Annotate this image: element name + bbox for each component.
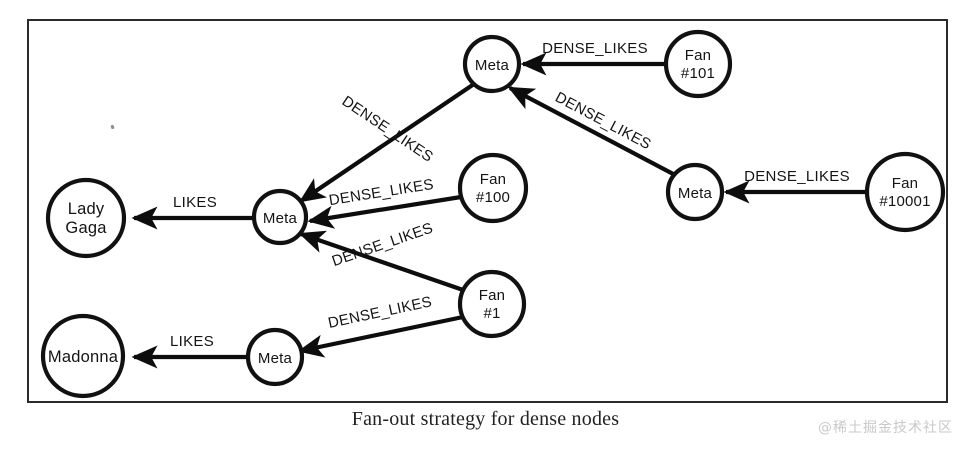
node-fan-100-circle[interactable]	[457, 152, 529, 224]
node-lady-gaga-label-line2: Gaga	[65, 219, 107, 237]
edge-fan-10001-to-meta-right: DENSE_LIKES	[723, 168, 867, 204]
edge-fan-1-to-meta-madonna: DENSE_LIKES	[297, 293, 464, 358]
node-meta-right[interactable]: Meta	[665, 162, 725, 222]
node-meta-madonna[interactable]: Meta	[245, 327, 305, 387]
node-meta-gaga-label: Meta	[263, 210, 298, 227]
node-lady-gaga-circle[interactable]	[45, 177, 127, 259]
node-fan-101-label-line1: Fan	[685, 47, 711, 64]
edge-label-likes-madonna: LIKES	[170, 333, 214, 350]
node-fan-100-label-line1: Fan	[480, 171, 506, 188]
node-madonna-circle[interactable]	[40, 313, 126, 399]
edge-meta-right-to-meta-top: DENSE_LIKES	[507, 86, 678, 178]
node-fan-101-label-line2: #101	[681, 65, 715, 82]
edge-fan-100-to-meta-gaga: DENSE_LIKES	[307, 176, 462, 229]
node-madonna[interactable]: Madonna	[40, 313, 126, 399]
edge-label-likes-gaga: LIKES	[173, 194, 217, 211]
node-meta-top-label: Meta	[475, 57, 510, 74]
edge-label-dense-likes-top-gaga: DENSE_LIKES	[339, 93, 436, 166]
node-madonna-label: Madonna	[48, 348, 119, 366]
node-fan-100[interactable]: Fan #100	[457, 152, 529, 224]
node-meta-top-circle[interactable]	[462, 34, 522, 94]
edge-label-dense-likes-fan101: DENSE_LIKES	[542, 40, 648, 57]
node-meta-right-label: Meta	[678, 185, 713, 202]
watermark: @稀土掘金技术社区	[818, 420, 953, 436]
node-fan-1-circle[interactable]	[457, 269, 527, 339]
node-fan-10001[interactable]: Fan #10001	[864, 151, 946, 233]
edge-label-dense-likes-metaright-metatop: DENSE_LIKES	[552, 89, 654, 153]
node-lady-gaga-label-line1: Lady	[68, 200, 105, 218]
edge-label-dense-likes-fan10001: DENSE_LIKES	[744, 168, 850, 185]
edge-meta-gaga-to-lady-gaga: LIKES	[131, 194, 252, 230]
fan-out-graph: LIKES LIKES DENSE_LIKES DENSE_LIKES DENS…	[40, 29, 946, 399]
node-fan-101-circle[interactable]	[663, 29, 733, 99]
node-meta-madonna-circle[interactable]	[245, 327, 305, 387]
node-meta-madonna-label: Meta	[258, 350, 293, 367]
diagram-frame: LIKES LIKES DENSE_LIKES DENSE_LIKES DENS…	[27, 19, 948, 403]
node-fan-101[interactable]: Fan #101	[663, 29, 733, 99]
figure-caption: Fan-out strategy for dense nodes	[351, 408, 620, 430]
node-meta-top[interactable]: Meta	[462, 34, 522, 94]
node-fan-1[interactable]: Fan #1	[457, 269, 527, 339]
node-fan-100-label-line2: #100	[476, 189, 510, 206]
node-fan-10001-label-line1: Fan	[892, 175, 918, 192]
node-fan-1-label-line2: #1	[483, 305, 500, 322]
node-fan-10001-label-line2: #10001	[879, 193, 930, 210]
edge-fan-101-to-meta-top: DENSE_LIKES	[520, 40, 664, 76]
node-meta-gaga[interactable]: Meta	[251, 188, 309, 246]
node-lady-gaga[interactable]: Lady Gaga	[45, 177, 127, 259]
edge-meta-madonna-to-madonna: LIKES	[131, 333, 247, 369]
edge-fan-1-to-meta-gaga: DENSE_LIKES	[298, 219, 467, 293]
node-fan-10001-circle[interactable]	[864, 151, 946, 233]
node-meta-right-circle[interactable]	[665, 162, 725, 222]
node-meta-gaga-circle[interactable]	[251, 188, 309, 246]
node-fan-1-label-line1: Fan	[479, 287, 505, 304]
